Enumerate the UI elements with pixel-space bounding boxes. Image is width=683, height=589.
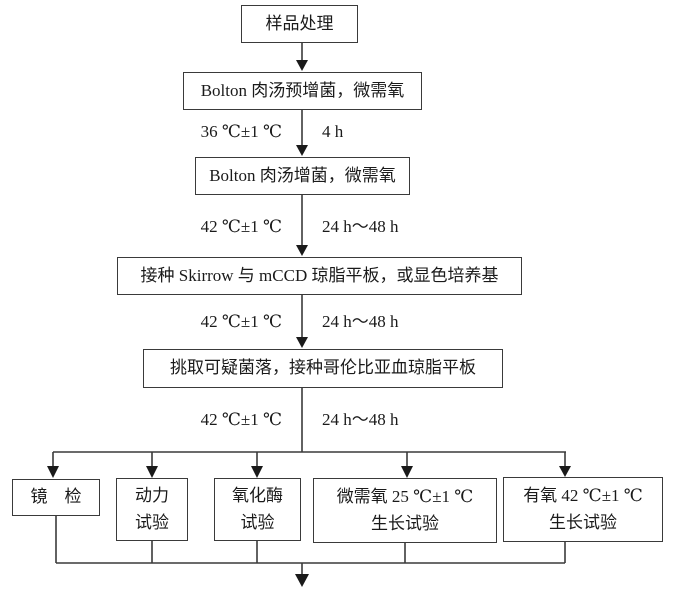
node-pick-colonies: 挑取可疑菌落，接种哥伦比亚血琼脂平板 [143,349,503,388]
arrowhead-icon [146,466,158,478]
edge-label-time-2: 24 h～48 h [322,217,399,236]
edge-label-temp-4: 42 ℃±1 ℃ [200,410,282,429]
node-bolton-pre-enrichment: Bolton 肉汤预增菌，微需氧 [183,72,422,110]
edge-label-temp-2: 42 ℃±1 ℃ [200,217,282,236]
node-motility-test: 动力 试验 [116,478,188,541]
edge-label-temp-1: 36 ℃±1 ℃ [200,122,282,141]
node-sample-processing: 样品处理 [241,5,358,43]
node-microaerobic-growth-test: 微需氧 25 ℃±1 ℃ 生长试验 [313,478,497,543]
edge-label-time-1: 4 h [322,122,344,141]
arrowhead-icon [296,145,308,156]
arrowhead-icon [296,245,308,256]
arrowhead-icon [295,574,309,587]
arrowhead-icon [296,337,308,348]
arrowhead-icon [559,466,571,477]
arrowhead-icon [296,60,308,71]
arrowhead-icon [251,466,263,478]
arrowhead-icon [47,466,59,478]
node-microscopy: 镜 检 [12,479,100,516]
node-plate-inoculation: 接种 Skirrow 与 mCCD 琼脂平板，或显色培养基 [117,257,522,295]
edge-label-time-3: 24 h～48 h [322,312,399,331]
node-bolton-enrichment: Bolton 肉汤增菌，微需氧 [195,157,410,195]
node-oxidase-test: 氧化酶 试验 [214,478,301,541]
node-aerobic-growth-test: 有氧 42 ℃±1 ℃ 生长试验 [503,477,663,542]
edge-label-temp-3: 42 ℃±1 ℃ [200,312,282,331]
edge-label-time-4: 24 h～48 h [322,410,399,429]
arrowhead-icon [401,466,413,478]
